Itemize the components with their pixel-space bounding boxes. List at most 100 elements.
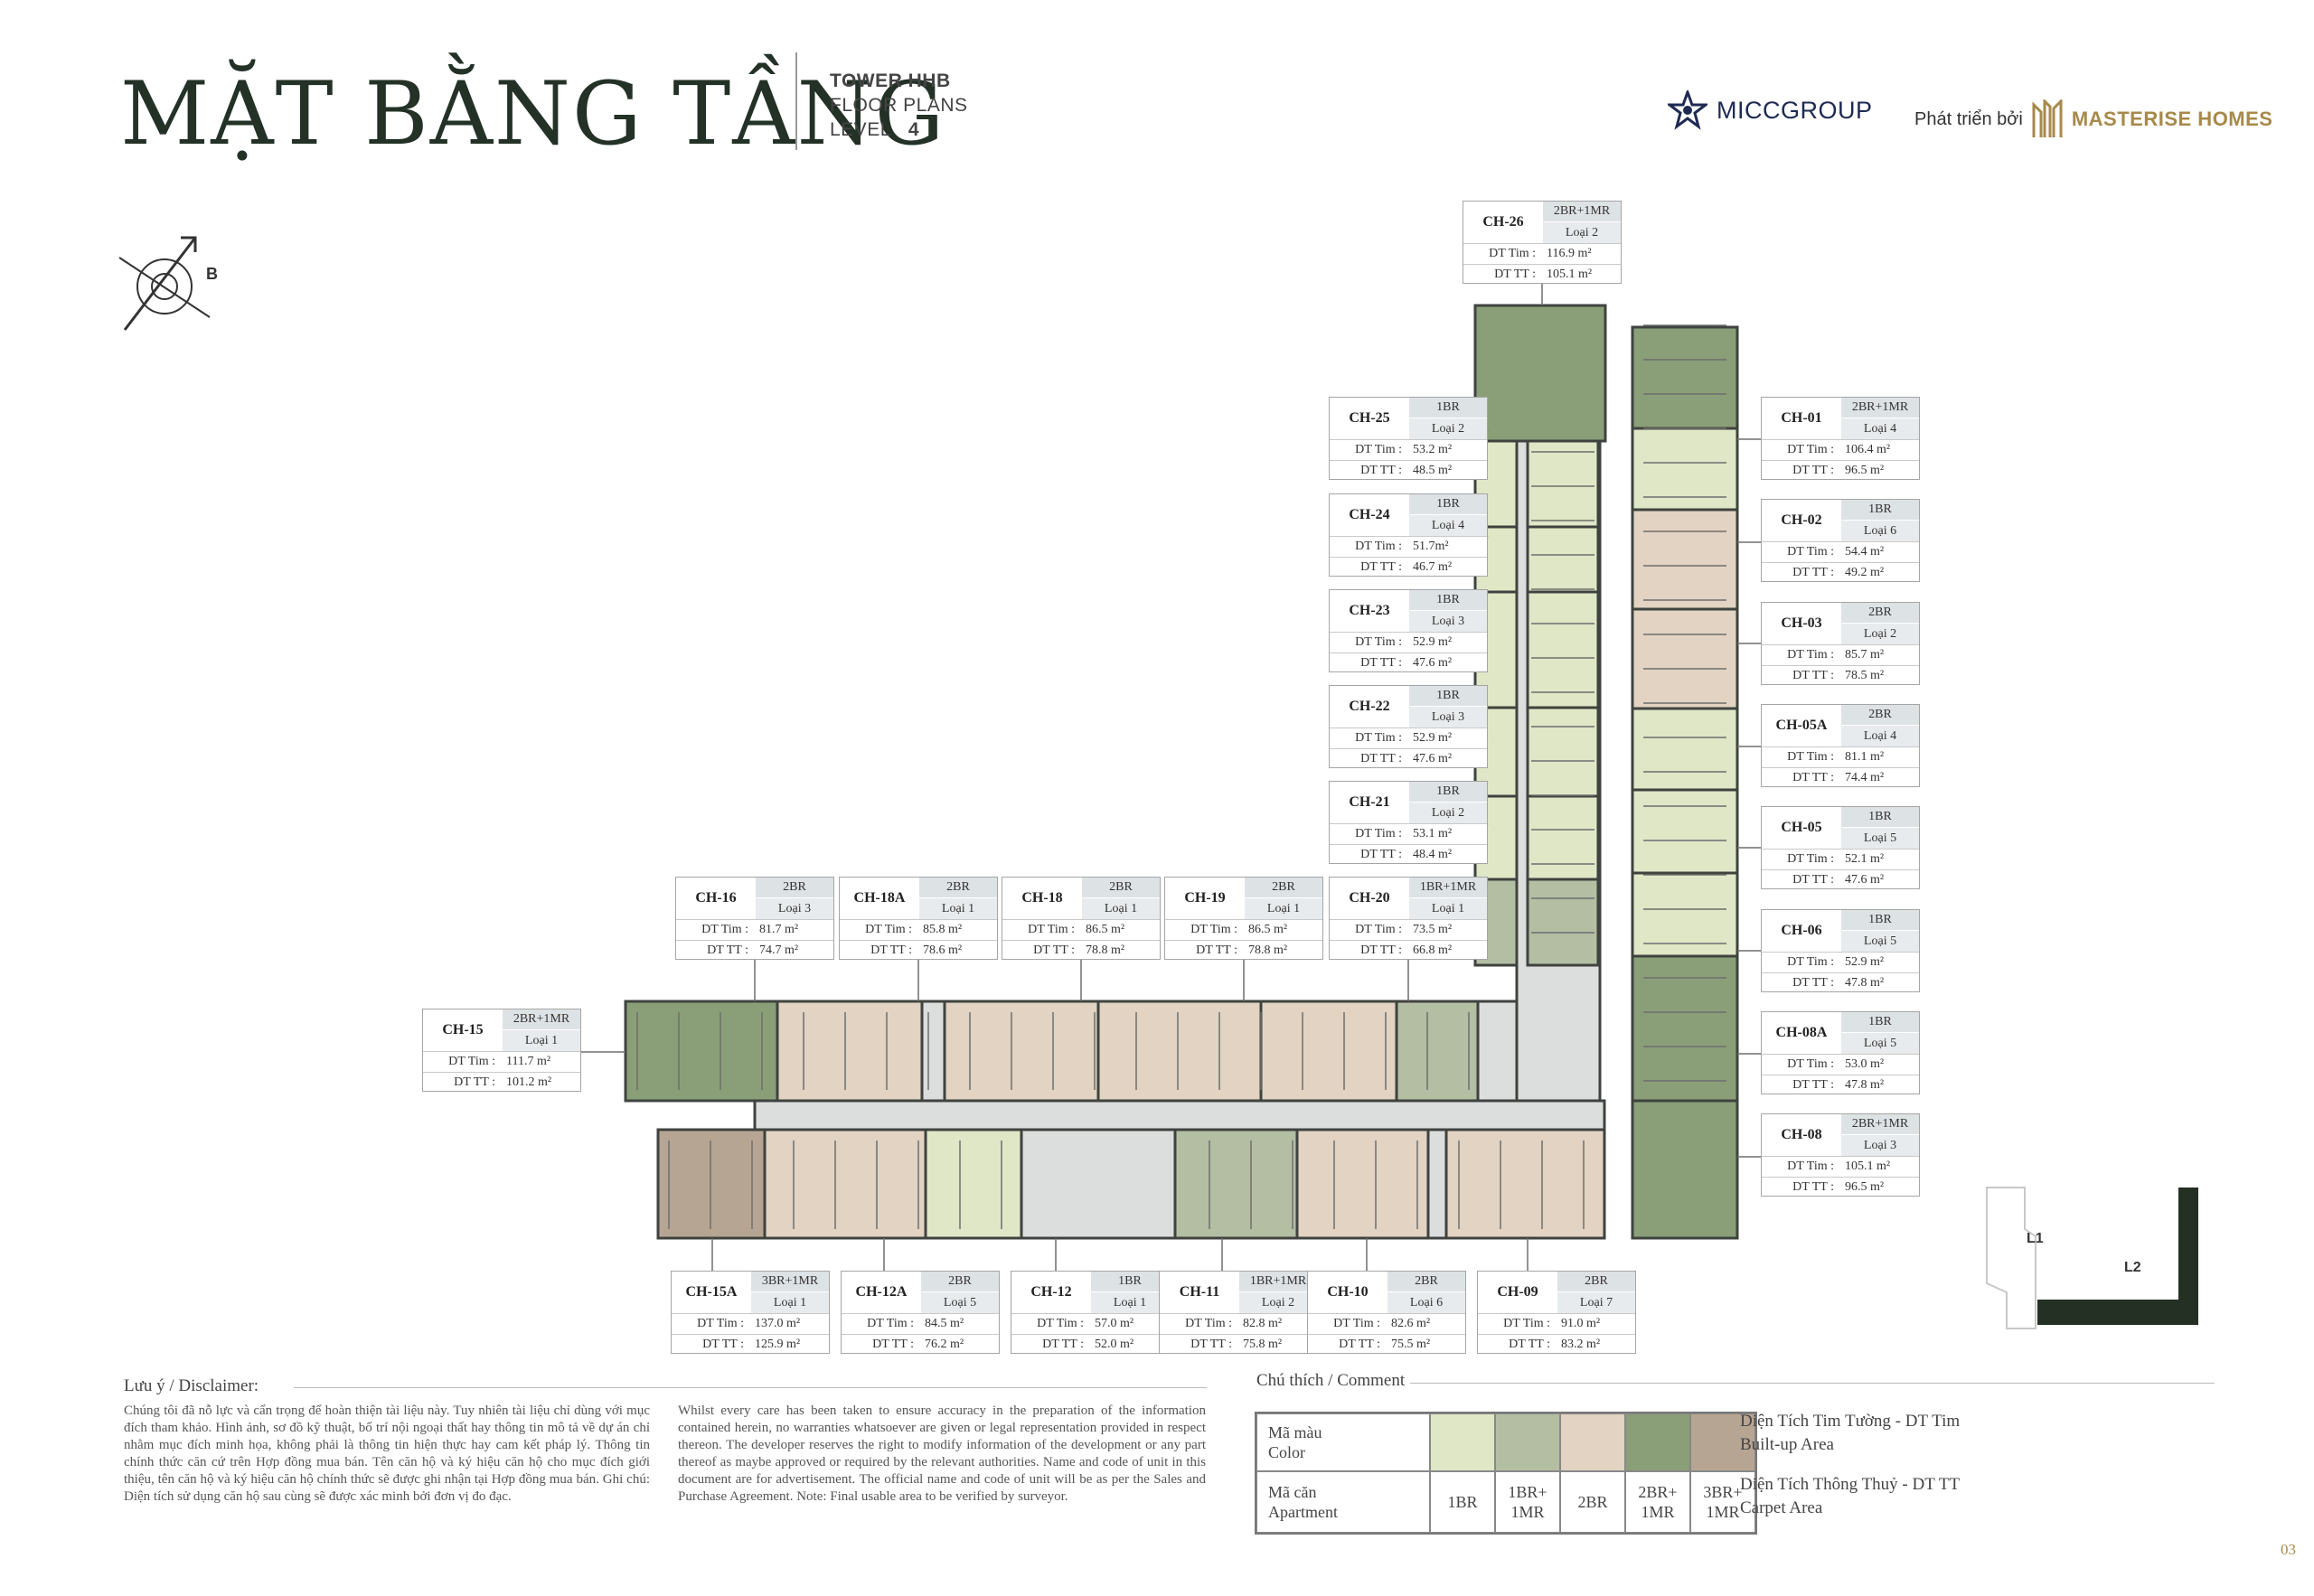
legend-apt-3br-1mr-a: 3BR+ bbox=[1703, 1483, 1743, 1501]
unit-type: 1BR bbox=[1841, 910, 1919, 931]
unit-carpet-label: DT TT : bbox=[872, 1338, 914, 1351]
unit-carpet-label: DT TT : bbox=[1494, 268, 1536, 281]
unit-builtup-row: DT Tim :81.7 m² bbox=[676, 919, 833, 940]
unit-ch-11 bbox=[1173, 1128, 1299, 1240]
unit-builtup-value: 85.8 m² bbox=[923, 923, 963, 936]
unit-builtup-label: DT Tim : bbox=[1787, 648, 1834, 662]
unit-carpet-row: DT TT :47.8 m² bbox=[1762, 972, 1919, 993]
unit-code: CH-10 bbox=[1327, 1284, 1369, 1300]
unit-ch-12a bbox=[763, 1128, 927, 1240]
unit-code: CH-06 bbox=[1781, 923, 1822, 938]
unit-loai: Loại 6 bbox=[1387, 1292, 1465, 1313]
unit-type: 2BR bbox=[921, 1272, 999, 1292]
unit-carpet-row: DT TT :74.7 m² bbox=[676, 940, 833, 961]
unit-builtup-label: DT Tim : bbox=[1355, 443, 1402, 456]
unit-interior-5 bbox=[1526, 878, 1600, 967]
unit-carpet-label: DT TT : bbox=[1190, 1338, 1232, 1351]
unit-code: CH-25 bbox=[1349, 410, 1390, 426]
unit-builtup-value: 53.1 m² bbox=[1413, 827, 1453, 840]
unit-builtup-value: 106.4 m² bbox=[1845, 443, 1891, 456]
unit-carpet-label: DT TT : bbox=[1033, 944, 1075, 957]
unit-code: CH-24 bbox=[1349, 507, 1390, 522]
unit-loai: Loại 3 bbox=[756, 898, 833, 919]
unit-carpet-row: DT TT : 76.2 m² bbox=[842, 1334, 999, 1355]
unit-carpet-value: 75.8 m² bbox=[1243, 1338, 1283, 1351]
unit-loai: Loại 4 bbox=[1841, 726, 1919, 746]
unit-builtup-row: DT Tim :116.9 m² bbox=[1463, 243, 1621, 264]
unit-carpet-row: DT TT :52.0 m² bbox=[1011, 1334, 1169, 1355]
unit-builtup-value: 53.0 m² bbox=[1845, 1057, 1885, 1071]
unit-carpet-label: DT TT : bbox=[1792, 873, 1834, 887]
unit-builtup-row: DT Tim :81.1 m² bbox=[1762, 746, 1919, 767]
unit-carpet-value: 47.6 m² bbox=[1845, 873, 1885, 887]
unit-carpet-label: DT TT : bbox=[1792, 1180, 1834, 1194]
legend-apt-2br-1mr-b: 1MR bbox=[1641, 1503, 1675, 1521]
legend-apt-3br-1mr-b: 1MR bbox=[1706, 1503, 1740, 1521]
unit-code: CH-09 bbox=[1497, 1284, 1538, 1300]
unit-ch-06 bbox=[1631, 788, 1739, 875]
unit-builtup-value: 137.0 m² bbox=[755, 1317, 801, 1330]
unit-builtup-label: DT Tim : bbox=[1028, 923, 1075, 936]
unit-carpet-value: 48.5 m² bbox=[1413, 464, 1453, 477]
unit-carpet-label: DT TT : bbox=[1360, 752, 1402, 765]
legend-color-label-en: Color bbox=[1268, 1443, 1306, 1461]
unit-type: 1BR bbox=[1841, 1012, 1919, 1033]
legend-note-carpet: Diện Tích Thông Thuỷ - DT TT Carpet Area bbox=[1740, 1473, 1960, 1520]
unit-code: CH-20 bbox=[1349, 890, 1390, 906]
unit-builtup-label: DT Tim : bbox=[1787, 750, 1834, 764]
unit-carpet-label: DT TT : bbox=[1792, 1078, 1834, 1092]
unit-interior-4 bbox=[1526, 794, 1600, 881]
unit-carpet-row: DT TT : 47.6 m² bbox=[1762, 869, 1919, 890]
unit-code: CH-16 bbox=[695, 890, 737, 906]
unit-carpet-label: DT TT : bbox=[1360, 464, 1402, 477]
unit-ch-05a bbox=[1631, 607, 1739, 710]
legend-swatch-1br bbox=[1430, 1413, 1495, 1471]
unit-interior-2 bbox=[1526, 590, 1600, 709]
level-value: 4 bbox=[908, 119, 920, 140]
legend-apt-3br-1mr: 3BR+ 1MR bbox=[1690, 1471, 1755, 1533]
legend-apt-1br-1mr-a: 1BR+ bbox=[1508, 1483, 1547, 1501]
unit-code: CH-12A bbox=[855, 1284, 908, 1300]
legend-note-carpet-vi: Diện Tích Thông Thuỷ - DT TT bbox=[1740, 1475, 1961, 1494]
unit-builtup-value: 51.7m² bbox=[1413, 540, 1449, 553]
unit-ch-05 bbox=[1631, 707, 1739, 792]
disclaimer-vi: Chúng tôi đã nỗ lực và cẩn trọng để hoàn… bbox=[124, 1404, 650, 1504]
unit-type: 2BR bbox=[1082, 878, 1160, 898]
unit-carpet-label: DT TT : bbox=[1792, 464, 1834, 477]
page-number: 03 bbox=[2281, 1541, 2296, 1558]
unit-type: 1BR bbox=[1409, 590, 1487, 611]
unit-carpet-value: 83.2 m² bbox=[1561, 1338, 1601, 1351]
unit-carpet-row: DT TT :47.8 m² bbox=[1762, 1075, 1919, 1095]
legend-apt-2br: 2BR bbox=[1560, 1471, 1625, 1533]
unit-builtup-row: DT Tim :54.4 m² bbox=[1762, 541, 1919, 562]
unit-code: CH-22 bbox=[1349, 699, 1390, 714]
unit-loai: Loại 5 bbox=[1841, 1033, 1919, 1054]
legend-title: Chú thích / Comment bbox=[1256, 1371, 1406, 1390]
unit-builtup-value: 54.4 m² bbox=[1845, 545, 1885, 559]
unit-carpet-row: DT TT :48.4 m² bbox=[1330, 844, 1487, 865]
unit-builtup-label: DT Tim : bbox=[1355, 923, 1402, 936]
unit-carpet-value: 76.2 m² bbox=[925, 1338, 964, 1351]
lift-core-bottom bbox=[1020, 1128, 1177, 1240]
unit-type: 2BR bbox=[756, 878, 833, 898]
unit-code: CH-11 bbox=[1179, 1284, 1220, 1300]
unit-code: CH-26 bbox=[1482, 214, 1524, 230]
unit-builtup-label: DT Tim : bbox=[448, 1055, 495, 1068]
unit-carpet-label: DT TT : bbox=[1792, 669, 1834, 682]
unit-builtup-value: 85.7 m² bbox=[1845, 648, 1885, 662]
unit-code: CH-15A bbox=[685, 1284, 738, 1300]
unit-builtup-value: 73.5 m² bbox=[1413, 923, 1453, 936]
legend-swatch-2br bbox=[1560, 1413, 1625, 1471]
unit-builtup-row: DT Tim :52.1 m² bbox=[1762, 849, 1919, 869]
unit-carpet-value: 48.4 m² bbox=[1413, 848, 1453, 861]
unit-type: 1BR bbox=[1409, 782, 1487, 803]
unit-carpet-value: 47.8 m² bbox=[1845, 976, 1885, 990]
legend-apt-1br: 1BR bbox=[1430, 1471, 1495, 1533]
unit-interior-0 bbox=[1526, 439, 1600, 529]
